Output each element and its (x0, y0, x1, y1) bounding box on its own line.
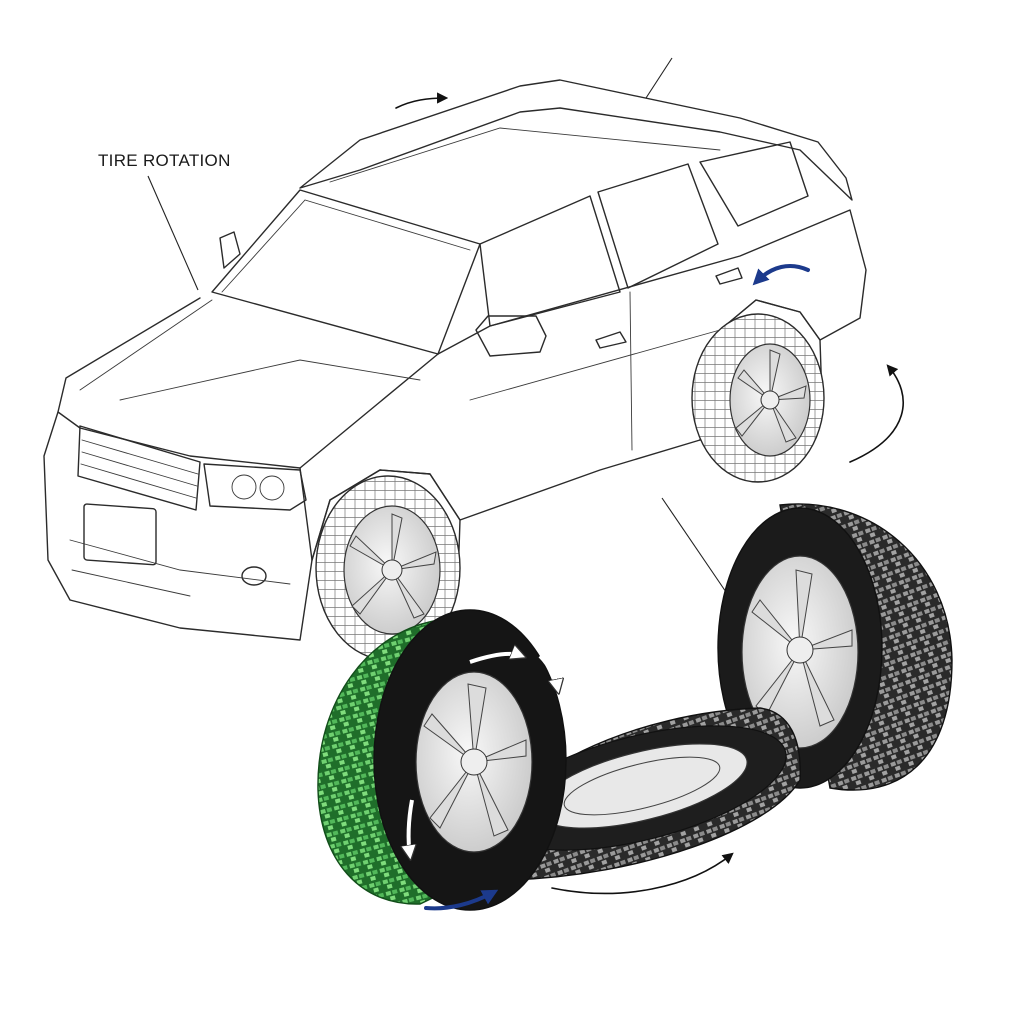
bottom-curved-arrow (551, 852, 734, 895)
label-leader-line (147, 175, 199, 291)
rear-door-handle (715, 267, 743, 285)
flat-lying-tire (481, 707, 801, 881)
fog-light (241, 566, 267, 586)
rear-curved-arrow (849, 364, 905, 463)
blue-rear-arrow (752, 264, 810, 286)
suv-vehicle (43, 79, 867, 661)
blue-bottom-arrow (424, 889, 499, 911)
front-door-handle (595, 331, 627, 349)
front-side-window (479, 195, 621, 327)
side-mirror (475, 315, 547, 357)
rear-side-window (597, 163, 719, 289)
roof-leader-line (645, 57, 673, 99)
diagram-title: TIRE ROTATION (98, 151, 231, 170)
roof-arrow (395, 92, 449, 109)
rear-wheel (691, 313, 825, 483)
front-wheel (315, 475, 461, 661)
standing-tire (717, 503, 953, 791)
license-plate (83, 503, 157, 566)
quarter-window (699, 141, 809, 227)
rotation-direction-arrows (395, 92, 905, 911)
windshield (211, 189, 481, 355)
highlighted-tire (317, 609, 567, 911)
tire-leader-line (661, 497, 727, 593)
headlight (203, 463, 307, 511)
front-grille (77, 425, 201, 511)
